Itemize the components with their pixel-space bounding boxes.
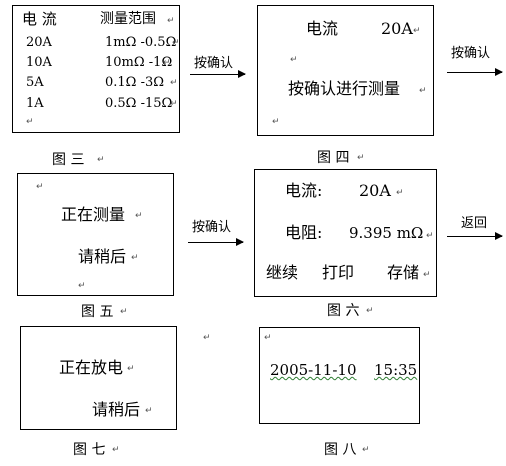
arrow2 [447, 68, 503, 76]
fig4-current-label: 电流 [306, 19, 339, 38]
return-mark: ↵ [357, 153, 365, 163]
arrow1-label: 按确认 [194, 56, 234, 71]
fig3-header-range: 测量范围 [100, 11, 156, 27]
fig6-resistance-label: 电阻: [285, 223, 323, 242]
fig3-box [12, 5, 180, 133]
return-mark: ↵ [120, 307, 128, 317]
return-mark: ↵ [163, 58, 171, 68]
return-mark: ↵ [264, 333, 272, 343]
fig3-row-range: 1mΩ -0.5Ω [105, 35, 177, 50]
fig7-box [20, 326, 177, 430]
fig5-box [17, 173, 174, 296]
return-mark: ↵ [112, 445, 120, 455]
fig3-row-range: 10mΩ -1Ω [105, 55, 173, 70]
fig6-current-label: 电流: [285, 181, 323, 200]
fig3-row-current: 5A [26, 75, 44, 90]
return-mark: ↵ [362, 445, 370, 455]
fig7-caption: 图 七 [73, 442, 106, 458]
fig6-box [254, 169, 437, 297]
fig4-caption: 图 四 [317, 150, 350, 166]
return-mark: ↵ [203, 333, 211, 343]
fig5-line1: 正在测量 [61, 205, 126, 224]
fig3-caption: 图 三 [52, 152, 85, 168]
return-mark: ↵ [145, 406, 153, 416]
return-mark: ↵ [97, 155, 105, 165]
arrow3 [188, 238, 244, 246]
fig8-time: 15:35 [374, 361, 418, 379]
fig3-row-current: 1A [26, 96, 44, 111]
fig6-save-button[interactable]: 存储 [387, 263, 420, 282]
fig5-line2: 请稍后 [78, 247, 127, 266]
arrow3-label: 按确认 [192, 220, 232, 235]
return-mark: ↵ [170, 78, 178, 88]
fig6-caption: 图 六 [327, 303, 360, 319]
return-mark: ↵ [172, 38, 180, 48]
return-mark: ↵ [426, 231, 434, 241]
arrow1 [190, 70, 246, 78]
fig6-current-value: 20A [359, 181, 391, 200]
return-mark: ↵ [170, 99, 178, 109]
return-mark: ↵ [78, 281, 86, 291]
return-mark: ↵ [290, 55, 298, 65]
return-mark: ↵ [396, 188, 404, 198]
fig3-row-current: 10A [26, 55, 52, 70]
fig4-instruction: 按确认进行测量 [288, 79, 401, 98]
return-mark: ↵ [131, 253, 139, 263]
return-mark: ↵ [272, 117, 280, 127]
return-mark: ↵ [26, 117, 34, 127]
fig4-box [257, 5, 434, 136]
fig7-line2: 请稍后 [92, 400, 141, 419]
fig8-date: 2005-11-10 [270, 361, 357, 379]
arrow2-label: 按确认 [451, 46, 491, 61]
return-mark: ↵ [36, 182, 44, 192]
return-mark: ↵ [413, 26, 421, 36]
fig3-row-current: 20A [26, 35, 52, 50]
return-mark: ↵ [423, 270, 431, 280]
return-mark: ↵ [135, 211, 143, 221]
fig6-print-button[interactable]: 打印 [322, 263, 355, 282]
fig8-caption: 图 八 [324, 442, 357, 458]
return-mark: ↵ [167, 16, 175, 26]
fig4-current-value: 20A [381, 19, 413, 38]
fig6-continue-button[interactable]: 继续 [266, 263, 299, 282]
fig8-box [259, 327, 420, 424]
fig7-line1: 正在放电 [59, 358, 124, 377]
fig6-resistance-value: 9.395 mΩ [349, 224, 424, 242]
return-mark: ↵ [127, 364, 135, 374]
arrow4-label: 返回 [461, 216, 488, 231]
return-mark: ↵ [419, 86, 427, 96]
fig3-row-range: 0.5Ω -15Ω [105, 96, 173, 111]
fig3-header-current: 电 流 [22, 10, 57, 28]
fig5-caption: 图 五 [81, 304, 114, 320]
arrow4 [447, 232, 503, 240]
return-mark: ↵ [366, 306, 374, 316]
fig3-row-range: 0.1Ω -3Ω [105, 75, 165, 90]
